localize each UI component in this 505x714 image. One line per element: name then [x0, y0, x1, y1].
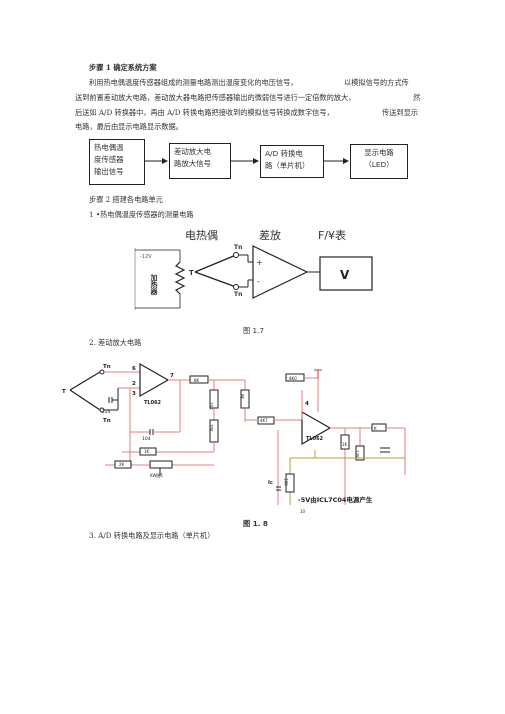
block-diagram-arrows	[145, 158, 349, 164]
block-thermocouple-line2: 度传感器	[94, 155, 124, 164]
figure-1-7-circuit: 电热偶 差放 F/¥表 -12V 加热器 Tn Tn T + -	[134, 228, 373, 310]
block-differential-amp: 差动放大电 路放大信号	[169, 143, 231, 179]
fig18-opamp1-icon	[139, 362, 170, 398]
block-ad-line2: 路（单片机）	[265, 161, 310, 170]
block-diffamp-line2: 路放大信号	[174, 159, 211, 168]
fig18-pin2: 2	[132, 381, 136, 387]
fig18-r-12k: 12K	[355, 450, 360, 458]
fig17-heater-section: -12V 加热器	[134, 248, 186, 310]
fig18-t-left: T	[62, 389, 66, 395]
block-display: 显示电路 （LED）	[350, 144, 408, 179]
fig18-opamp2-label: TL062	[306, 436, 324, 442]
fig18-r-10k: 10K	[209, 402, 214, 410]
step2-item3: 3. A/D 转换电路及显示电路（单片机）	[89, 531, 215, 540]
step1-paragraph-line2: 送到前置差动放大电路，差动放大器电路把传感器输出的微弱信号进行一定倍数的放大，	[75, 93, 356, 102]
fig17-plus: +	[256, 258, 263, 267]
step1-paragraph-line1b: 以模拟信号的方式传	[344, 78, 409, 87]
fig17-opamp-triangle-icon	[252, 245, 309, 299]
block-thermocouple-line3: 输出信号	[94, 167, 124, 176]
fig17-label-meter: F/¥表	[318, 228, 346, 242]
fig17-opamp: + -	[239, 245, 320, 299]
step2-item2: 2. 差动放大电路	[89, 338, 142, 347]
fig18-tn-top: Tn	[103, 364, 111, 370]
step1-paragraph-line3b: 传送到显示	[382, 108, 418, 117]
step1-paragraph-line2b: 然	[413, 93, 421, 102]
fig17-meter-box	[319, 256, 373, 291]
fig18-tn-bottom: Tn	[103, 418, 111, 424]
fig18-pin7: 7	[170, 373, 174, 379]
figure-1-8-circuit: Tn Tn T 6 2 3 7 TL062 224 104 8K 1K 2K K…	[62, 362, 406, 514]
fig18-cap1: 224	[102, 409, 111, 415]
fig17-caption: 图 1.7	[243, 326, 264, 335]
fig17-tn-top: Tn	[234, 244, 242, 251]
fig18-ic: Ic	[268, 480, 273, 486]
fig17-label-thermocouple: 电热偶	[185, 229, 218, 242]
fig18-gnd: 10	[300, 509, 306, 514]
step1-heading: 步骤 1 确定系统方案	[89, 63, 157, 72]
fig18-r-top: 8K0	[289, 376, 297, 381]
step1-paragraph-line1: 利用热电偶温度传感器组成的测量电路测出温度变化的电压信号，	[89, 78, 298, 87]
fig18-r-k: K	[374, 426, 377, 431]
step2-item1: 1 •热电偶温度传感器的测量电路	[89, 210, 194, 219]
fig18-opamp1-label: TL062	[144, 400, 162, 406]
fig18-r-10k2: 10K	[284, 478, 289, 486]
block-thermocouple: 热电偶温 度传感器 输出信号	[89, 139, 145, 185]
step2-heading: 步骤 2 搭建各电路单元	[89, 195, 163, 204]
fig18-note: -5V由ICL7C04电源产生	[298, 495, 373, 504]
block-diffamp-line1: 差动放大电	[174, 147, 211, 156]
fig17-tn-bottom: Tn	[234, 291, 242, 298]
fig18-r-8k: 8K	[240, 394, 245, 400]
block-display-line1: 显示电路	[364, 148, 394, 157]
fig18-pot: KW图5	[150, 472, 163, 478]
fig17-heater-label: 加热器	[150, 273, 159, 296]
fig18-pin3: 3	[132, 391, 136, 397]
fig18-r-1k: 1K	[144, 449, 150, 454]
block-ad-line1: A/D 转换电	[265, 149, 303, 158]
heater-resistor-icon	[174, 261, 186, 295]
fig18-r-2k: 2K	[119, 462, 125, 467]
fig18-r-1k2: 1K	[342, 442, 348, 447]
fig17-node-bottom	[233, 284, 239, 290]
fig18-r-4k: 4K7	[260, 418, 268, 423]
fig17-thermocouple: Tn Tn T	[189, 244, 242, 298]
fig17-t-node: T	[189, 269, 194, 277]
block-display-line2: （LED）	[364, 160, 394, 169]
fig18-cap2: 104	[142, 436, 151, 442]
fig17-label-diffamp: 差放	[259, 228, 281, 242]
fig17-voltmeter: V	[319, 256, 373, 291]
fig17-minus: -	[257, 277, 260, 286]
fig17-node-top	[233, 252, 239, 258]
step1-paragraph-line4: 电路，最后由显示电路显示数据。	[75, 122, 183, 131]
fig18-pin6: 6	[132, 366, 136, 372]
fig18-pin4: 4	[305, 401, 309, 407]
fig18-r-20k: 20K	[209, 424, 214, 432]
fig17-meter-v: V	[340, 268, 350, 282]
step1-paragraph-line3: 后送如 A/D 转换器中，再由 A/D 转换电路把接收到的模拟信号转换成数字信号…	[75, 108, 334, 117]
fig17-supply-label: -12V	[140, 254, 152, 260]
fig18-caption: 图 1. 8	[243, 519, 268, 528]
block-ad-converter: A/D 转换电 路（单片机）	[260, 145, 324, 178]
block-thermocouple-line1: 热电偶温	[94, 143, 124, 152]
fig18-r-gain: 8K	[194, 378, 200, 383]
fig18-opamp2-icon	[301, 410, 332, 446]
